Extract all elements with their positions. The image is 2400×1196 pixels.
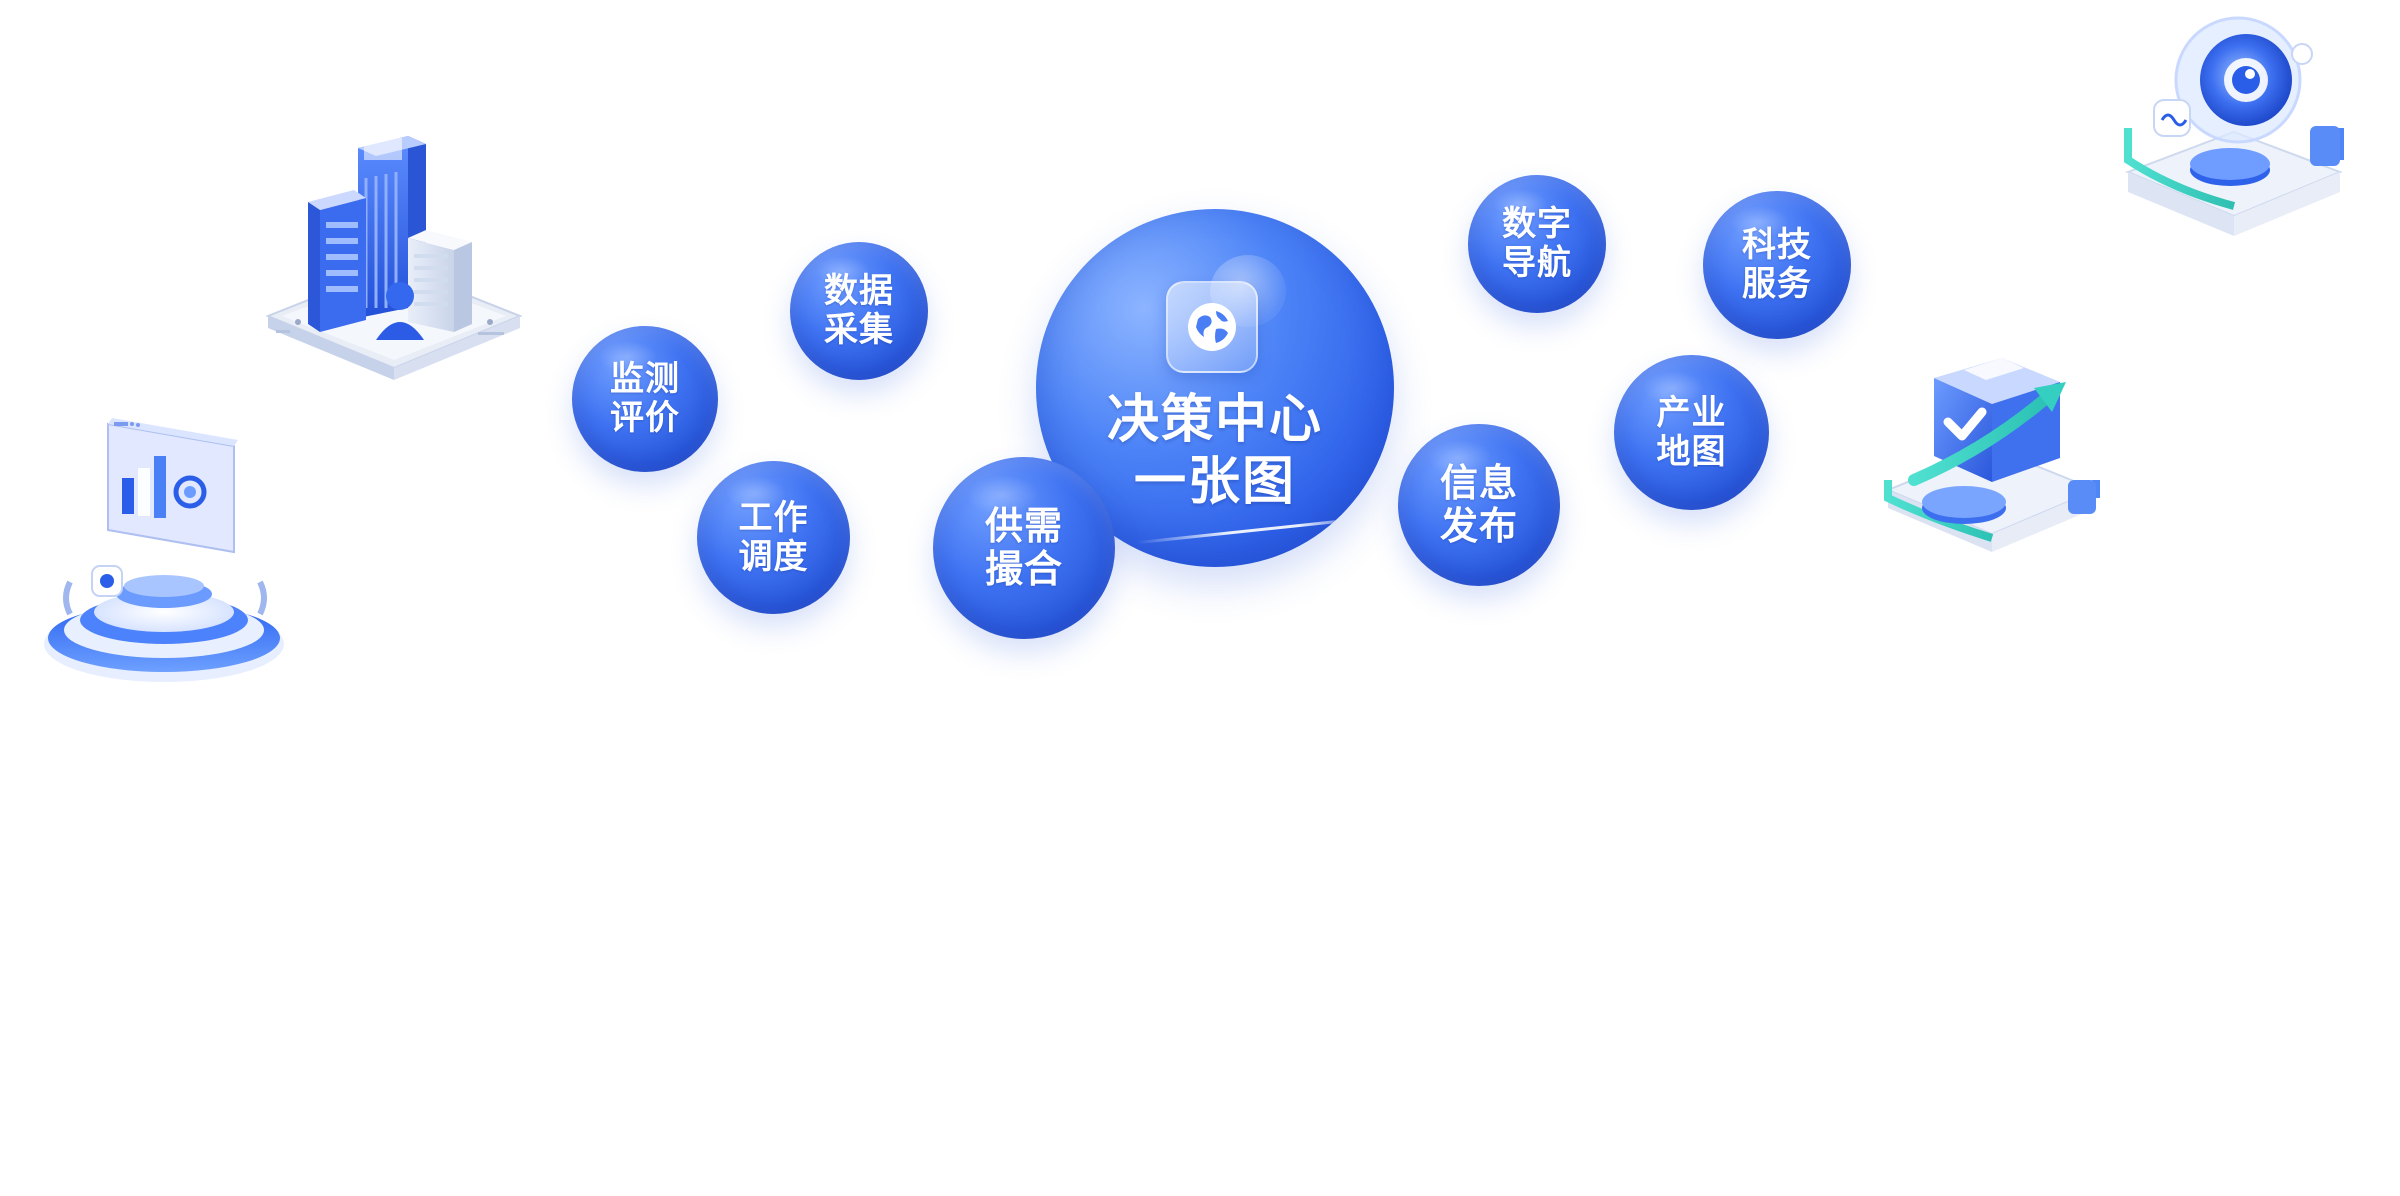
bubble-label: 产业 地图 — [1656, 392, 1727, 472]
bubble-label: 数据 采集 — [824, 272, 894, 350]
eye-lens-icon — [2114, 10, 2354, 250]
bubble-label-line1: 供需 — [984, 503, 1063, 548]
bubble-label-line1: 数据 — [824, 271, 894, 312]
bubble-label-line2: 评价 — [610, 398, 680, 438]
bubble-label: 数字 导航 — [1502, 205, 1572, 283]
bubble-label-line2: 服务 — [1742, 264, 1812, 304]
bubble-label-line2: 采集 — [824, 310, 894, 350]
dashboard-chart-icon — [38, 412, 292, 692]
bubble-label-line1: 监测 — [610, 359, 680, 400]
bubble-label-line2: 导航 — [1502, 243, 1572, 283]
bubble-label: 工作 调度 — [738, 497, 809, 577]
bubble-label: 科技 服务 — [1742, 226, 1812, 304]
bubble-label-line2: 地图 — [1656, 431, 1727, 472]
bubble-label: 供需 撮合 — [984, 503, 1063, 592]
bubble-label-line1: 产业 — [1656, 392, 1727, 433]
city-buildings-icon — [258, 118, 530, 390]
bubble-label-line1: 信息 — [1439, 460, 1518, 505]
bubble-label-line2: 发布 — [1439, 504, 1518, 548]
package-check-icon — [1874, 330, 2114, 570]
bubble-label: 信息 发布 — [1439, 460, 1518, 549]
bubble-information-release[interactable]: 信息 发布 — [1398, 424, 1560, 586]
bubble-label-line2: 调度 — [738, 536, 809, 577]
bubble-supply-demand-matching[interactable]: 供需 撮合 — [933, 457, 1115, 639]
bubble-industry-map[interactable]: 产业 地图 — [1614, 355, 1769, 510]
bubble-data-collection[interactable]: 数据 采集 — [790, 242, 928, 380]
bubble-tech-services[interactable]: 科技 服务 — [1703, 191, 1851, 339]
bubble-label-line1: 工作 — [738, 497, 809, 538]
bubble-work-scheduling[interactable]: 工作 调度 — [697, 461, 850, 614]
globe-icon — [1166, 281, 1258, 373]
bubble-label: 监测 评价 — [610, 360, 680, 438]
center-base-line — [1136, 516, 1368, 545]
center-title-line1: 决策中心 — [1106, 390, 1323, 450]
center-title-line2: 一张图 — [1133, 452, 1296, 513]
bubble-digital-navigation[interactable]: 数字 导航 — [1468, 175, 1606, 313]
bubble-monitoring-evaluation[interactable]: 监测 评价 — [572, 326, 718, 472]
center-title: 决策中心 一张图 — [1036, 389, 1394, 514]
bubble-label-line1: 数字 — [1502, 204, 1572, 245]
bubble-label-line2: 撮合 — [984, 547, 1063, 591]
bubble-label-line1: 科技 — [1742, 225, 1812, 266]
